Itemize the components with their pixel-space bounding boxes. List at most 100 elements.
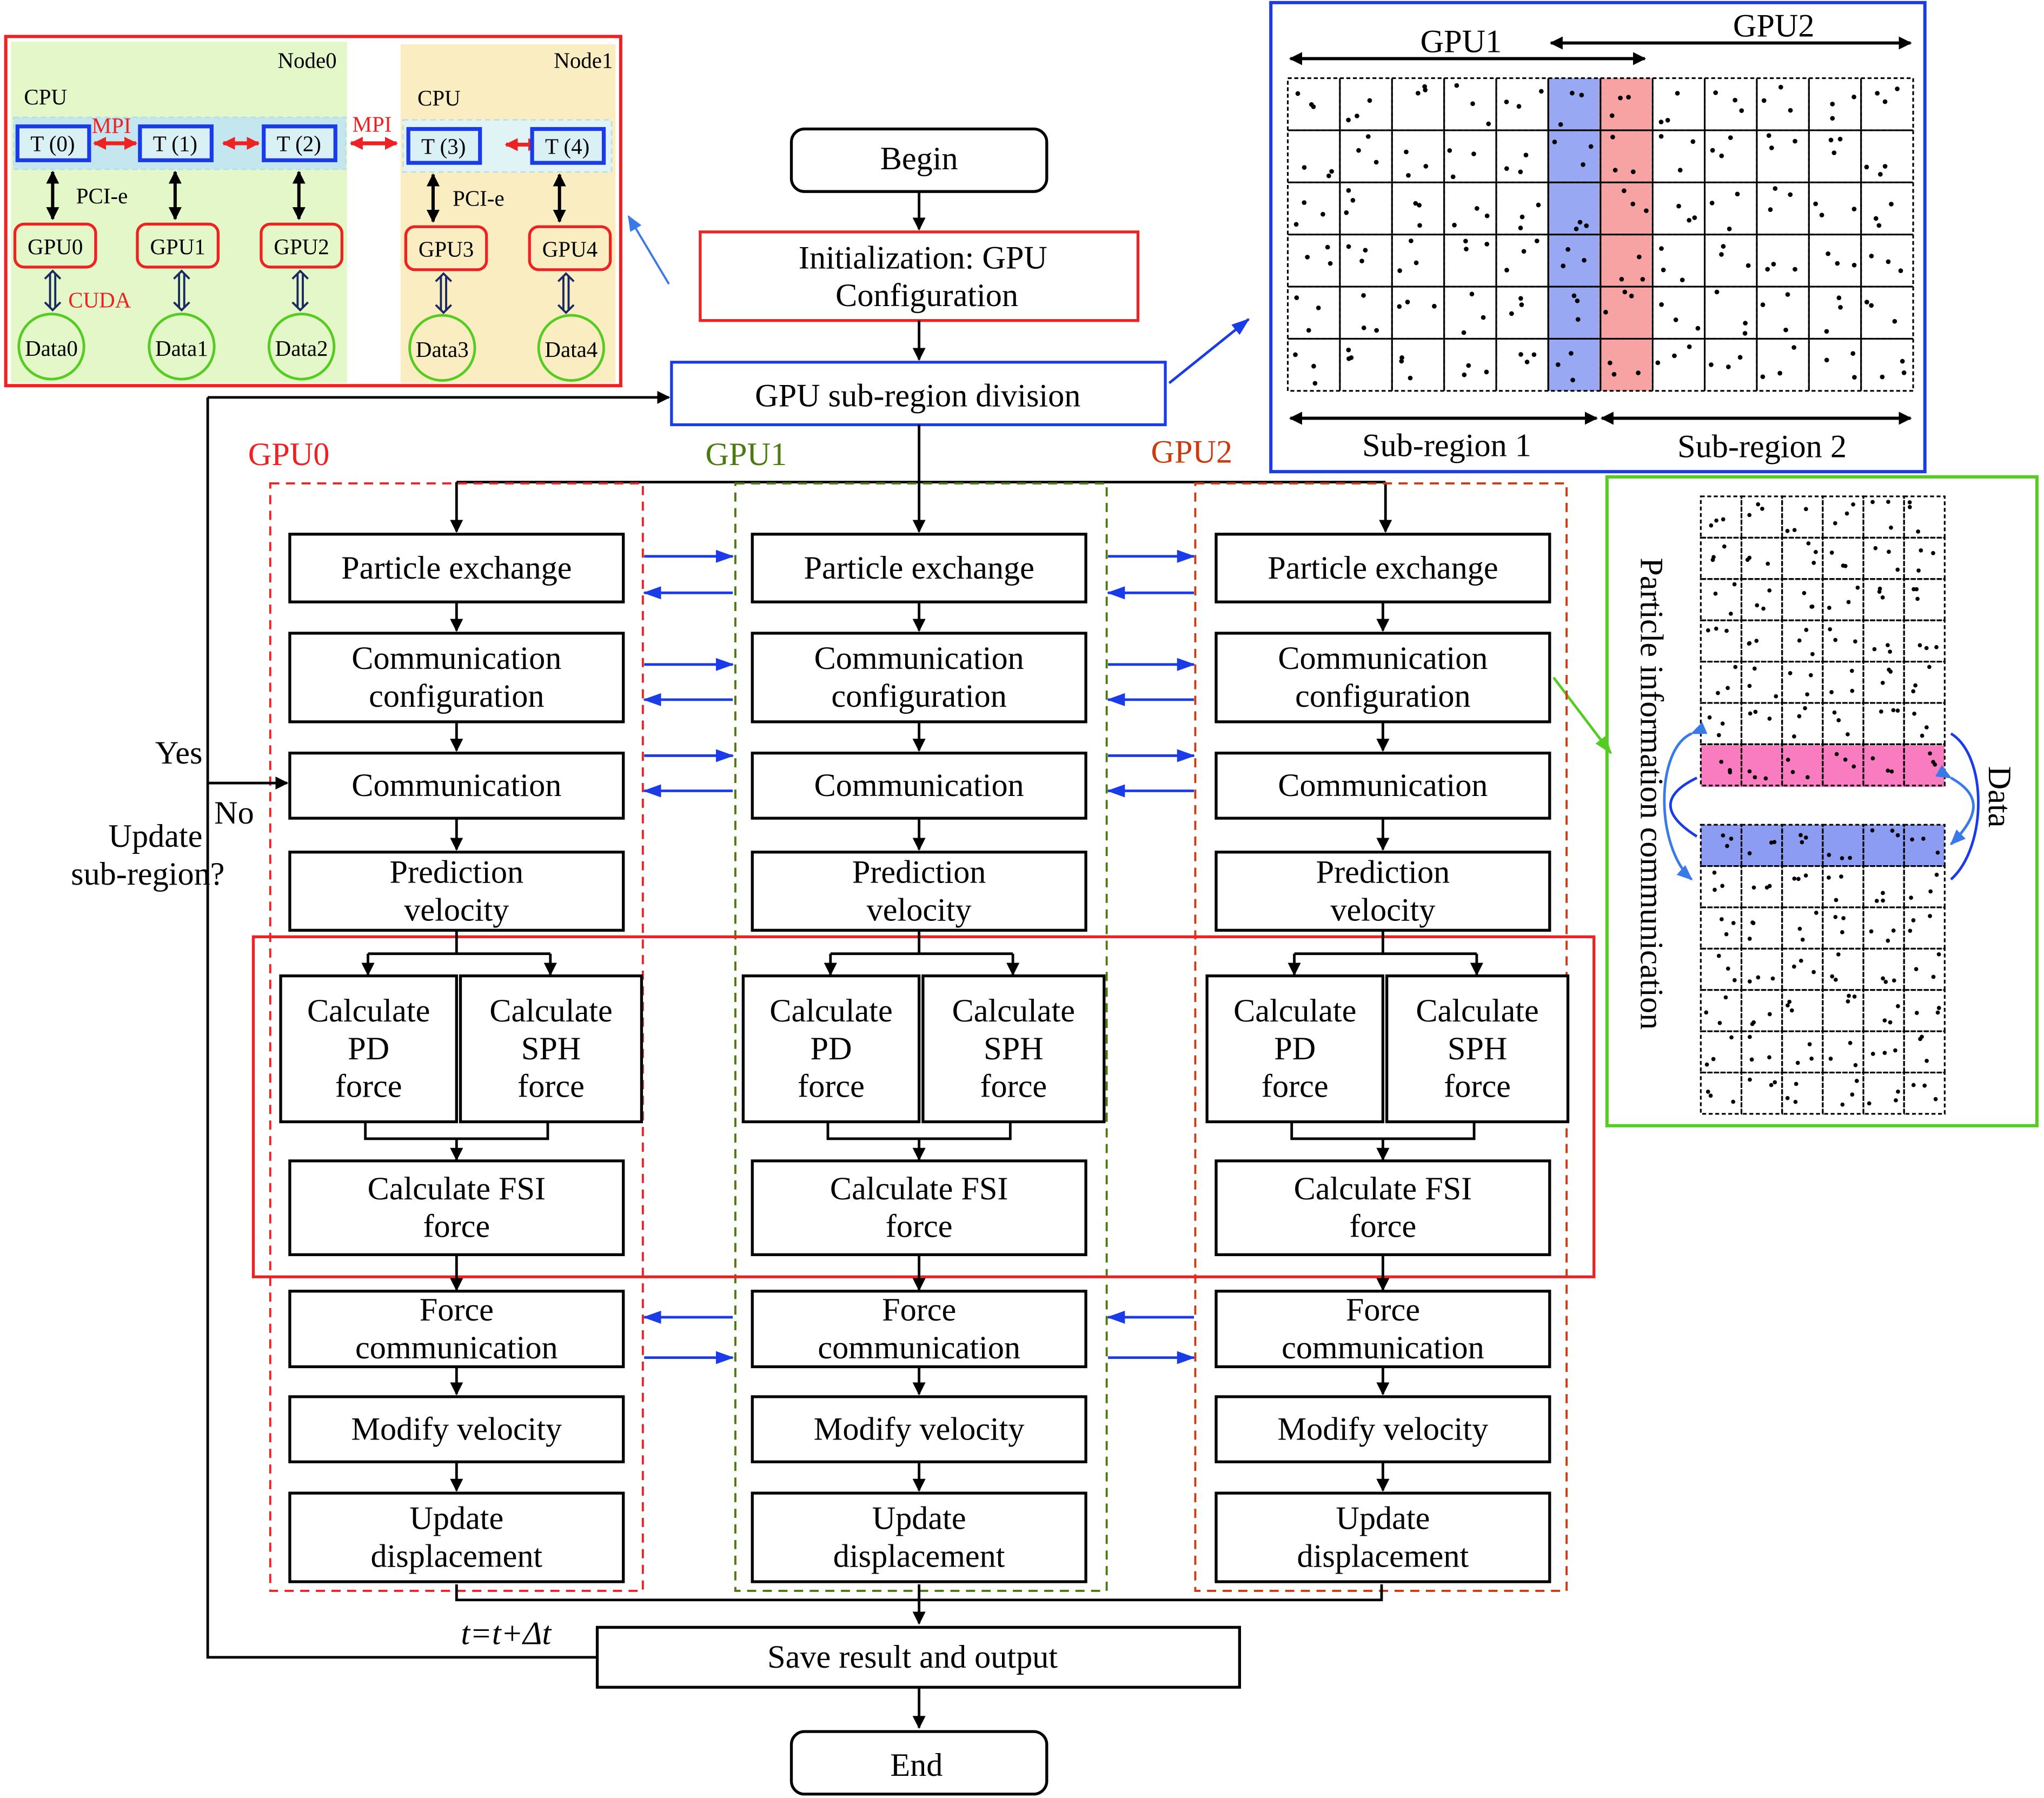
particle-dot: [1909, 895, 1913, 900]
cuda-arrow-0: [44, 269, 62, 312]
particle-dot: [1914, 967, 1919, 972]
particle-dot: [1803, 835, 1808, 840]
initialization-box[interactable]: Initialization: GPU Configuration: [699, 230, 1140, 322]
communication-box[interactable]: Communication: [1215, 751, 1551, 820]
particle-dot: [1622, 188, 1627, 194]
particle-dot: [1518, 352, 1523, 357]
grid-cell: [1740, 743, 1783, 787]
node0-label: Node0: [277, 48, 336, 72]
particle-dot: [1788, 192, 1793, 197]
column-label-gpu2: GPU2: [1151, 434, 1233, 470]
thread-4-label: T (4): [545, 134, 589, 158]
particle-dot: [1302, 165, 1307, 170]
particle-dot: [1901, 370, 1907, 375]
particle-dot: [1346, 244, 1351, 249]
particle-exchange-box[interactable]: Particle exchange: [1215, 533, 1551, 603]
data-0-label: Data0: [25, 336, 78, 361]
division-box[interactable]: GPU sub-region division: [670, 361, 1167, 427]
force-merge: [1290, 1122, 1476, 1140]
particle-dot: [1828, 1056, 1833, 1061]
gpu-box-1: GPU1: [136, 222, 220, 269]
gpu-3-label: GPU3: [419, 237, 474, 262]
calculate-pd-force-box-text: Calculate: [307, 993, 430, 1029]
modify-velocity-box[interactable]: Modify velocity: [1215, 1395, 1551, 1464]
particle-dot: [1399, 355, 1404, 360]
particle-dot: [1474, 206, 1479, 211]
particle-dot: [1777, 370, 1782, 376]
particle-dot: [1721, 833, 1726, 838]
particle-dot: [1484, 213, 1490, 218]
particle-dot: [1836, 952, 1841, 957]
communication-box[interactable]: Communication: [751, 751, 1087, 820]
grid-cell: [1862, 1071, 1905, 1115]
particle-dot: [1873, 546, 1878, 550]
grid-cell: [1822, 536, 1864, 580]
calculate-pd-force-box-text: PD: [348, 1031, 389, 1067]
communication-box[interactable]: Communication: [288, 751, 625, 820]
grid-cell: [1903, 495, 1946, 539]
particle-dot: [1895, 833, 1900, 838]
particle-dot: [1888, 649, 1893, 654]
grid-cell: [1822, 989, 1864, 1032]
particle-dot: [1787, 999, 1792, 1004]
particle-dot: [1895, 567, 1900, 572]
particle-dot: [1872, 647, 1877, 652]
modify-velocity-box[interactable]: Modify velocity: [288, 1395, 625, 1464]
particle-dot: [1518, 296, 1523, 301]
gpu2-column: Particle exchangeCommunicationconfigurat…: [1205, 533, 1570, 1583]
grid-cell: [1700, 495, 1743, 539]
particle-dot: [1891, 928, 1896, 933]
particle-dot: [1802, 591, 1807, 595]
modify-velocity-box[interactable]: Modify velocity: [751, 1395, 1087, 1464]
particle-dot: [1750, 920, 1755, 925]
particle-dot: [1356, 148, 1361, 153]
particle-exchange-box[interactable]: Particle exchange: [288, 533, 625, 603]
particle-dot: [1404, 149, 1409, 155]
end-node[interactable]: End: [789, 1730, 1048, 1796]
particle-dot: [1936, 952, 1941, 957]
particle-dot: [1326, 173, 1331, 178]
particle-dot: [1365, 134, 1371, 139]
begin-node[interactable]: Begin: [789, 127, 1048, 193]
particle-dot: [1898, 268, 1903, 273]
particle-dot: [1896, 1004, 1900, 1009]
particle-dot: [1819, 213, 1824, 217]
particle-dot: [1895, 87, 1900, 91]
particle-dot: [1721, 244, 1726, 249]
particle-dot: [1874, 899, 1879, 903]
particle-dot: [1834, 898, 1839, 903]
particle-dot: [1658, 120, 1664, 124]
particle-dot: [1835, 261, 1840, 266]
save-output-box[interactable]: Save result and output: [595, 1626, 1242, 1689]
grid-cell: [1700, 619, 1743, 663]
particle-dot: [1611, 371, 1617, 377]
particle-exchange-box[interactable]: Particle exchange: [751, 533, 1087, 603]
particle-dot: [1361, 293, 1366, 298]
particle-dot: [1774, 694, 1778, 699]
particle-dot: [1454, 83, 1459, 88]
particle-dot: [1846, 732, 1850, 737]
particle-dot: [1305, 255, 1310, 260]
particle-dot: [1731, 1099, 1736, 1104]
